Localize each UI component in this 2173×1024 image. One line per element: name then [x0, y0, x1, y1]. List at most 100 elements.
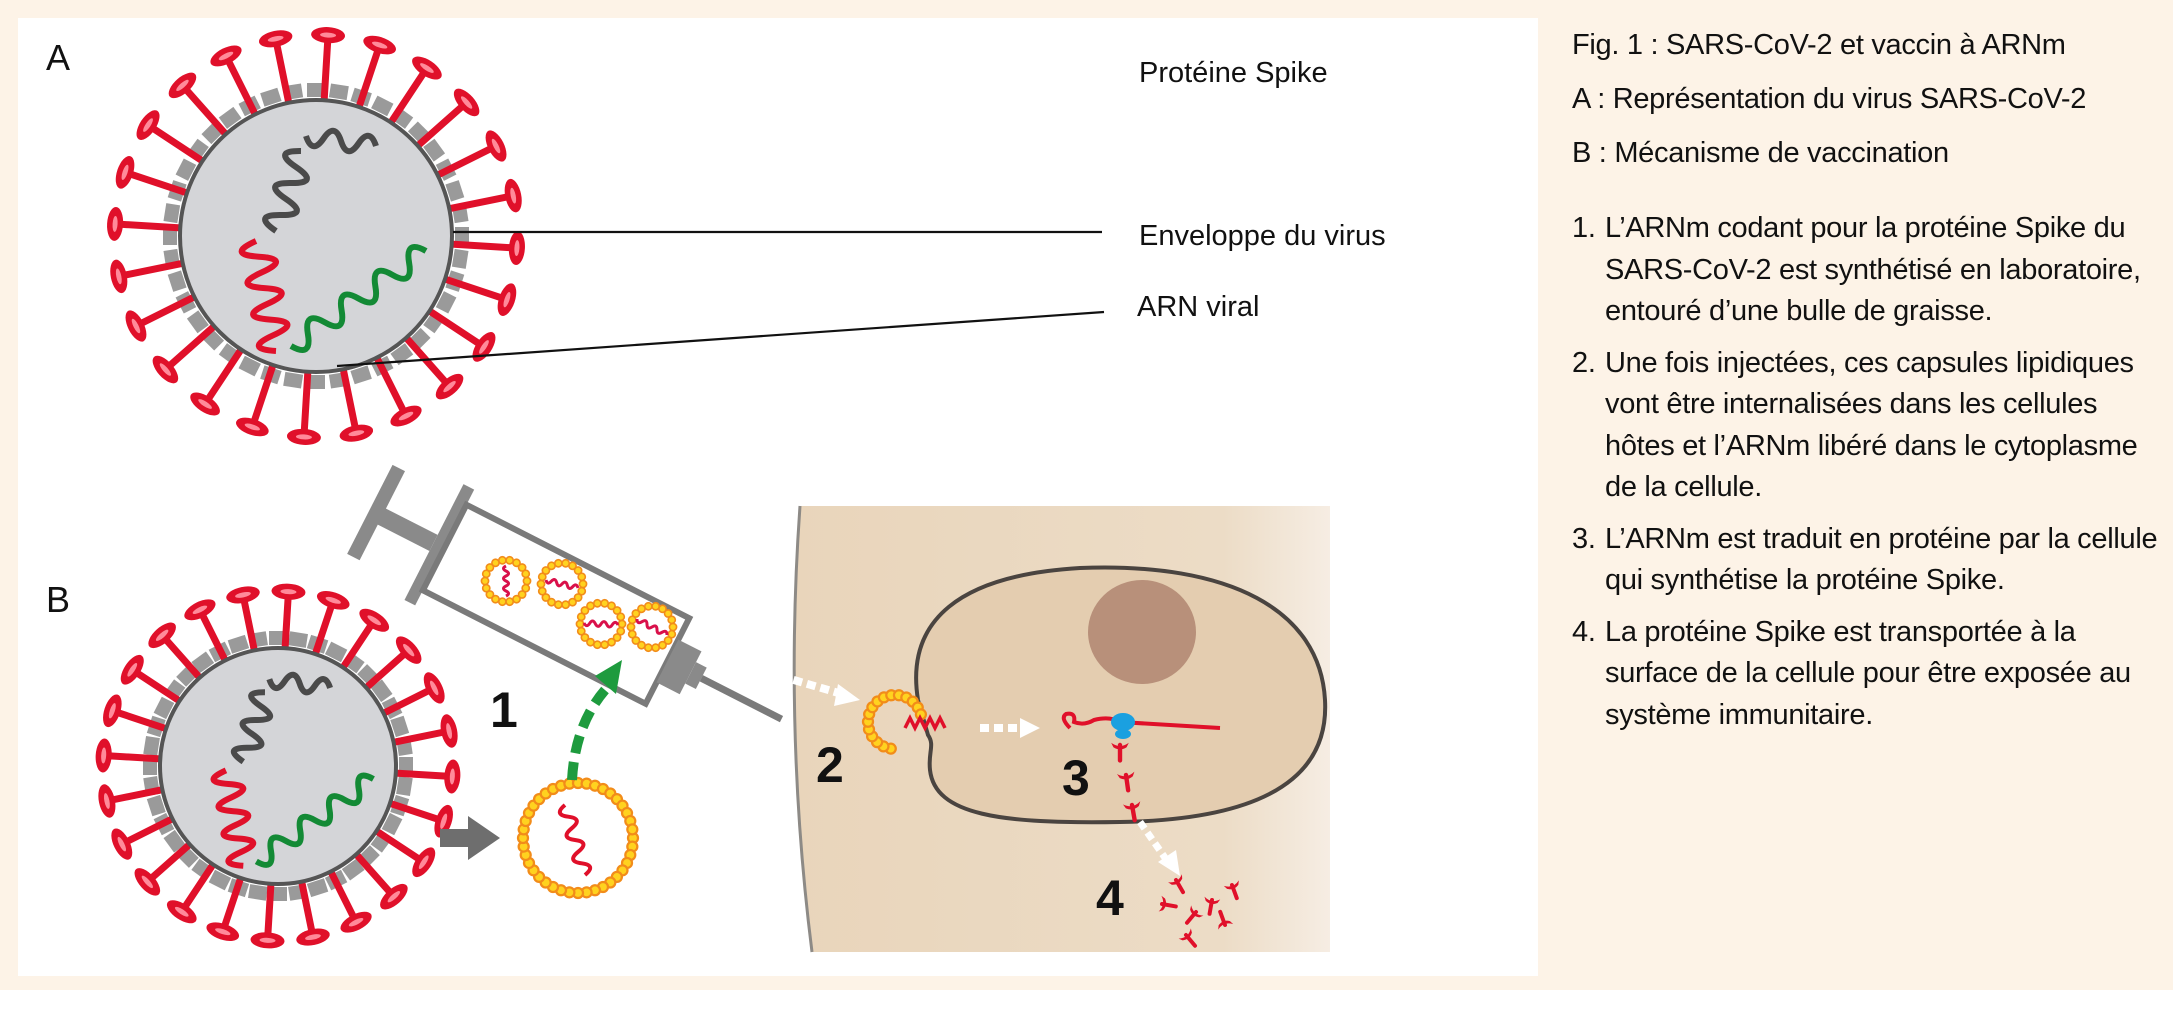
spike-protein-small: [1204, 896, 1221, 916]
lipid-bead: [580, 633, 590, 642]
spike-head-highlight: [429, 680, 439, 696]
spike-protein: [219, 876, 244, 936]
rna-segment-red: [238, 238, 291, 354]
spike-protein: [196, 606, 228, 663]
lipid-bead: [575, 619, 585, 629]
lipid-bead: [541, 566, 551, 575]
envelope-protein: [445, 180, 465, 202]
spike-protein: [111, 220, 182, 232]
spike-protein: [435, 142, 500, 178]
spike-protein: [118, 816, 175, 848]
lipid-bead: [617, 619, 627, 629]
spike-protein: [415, 98, 471, 148]
lipid-bead: [485, 563, 495, 572]
capsule-mrna: [502, 564, 510, 598]
spike-protein: [239, 591, 258, 652]
lipid-bead: [607, 601, 616, 611]
lipid-bead: [481, 583, 491, 593]
spike-protein: [320, 31, 332, 102]
spike-head-highlight: [403, 643, 415, 657]
capsule-mrna: [582, 619, 620, 629]
spike-protein-small: [1122, 801, 1141, 823]
lipid-bead: [612, 606, 622, 615]
envelope-protein: [260, 87, 282, 107]
envelope-protein: [218, 106, 242, 129]
lipid-bead: [537, 586, 547, 596]
lipid-bead: [485, 590, 495, 599]
rna-segment-gray: [266, 671, 333, 696]
step-2-number: 2: [816, 737, 844, 793]
caption-panel-a: A : Représentation du virus SARS-CoV-2: [1572, 83, 2087, 115]
rna-leader-line: [336, 310, 1105, 368]
spike-head-highlight: [121, 164, 129, 180]
caption-steps: 1. L’ARNm codant pour la protéine Spike …: [1572, 208, 2162, 736]
envelope-protein: [146, 794, 166, 817]
figure-caption: Fig. 1 : SARS-CoV-2 et vaccin à ARNm A :…: [1572, 26, 2162, 746]
spike-protein-small: [1116, 771, 1135, 793]
label-virus-envelope: Enveloppe du virus: [1139, 220, 1386, 252]
capsule-mrna: [557, 803, 593, 877]
lipid-bead: [561, 600, 571, 610]
envelope-protein: [370, 679, 393, 703]
spike-protein: [128, 666, 182, 704]
spike-protein: [132, 294, 197, 330]
envelope-protein: [283, 371, 304, 389]
spike-protein: [388, 64, 431, 125]
lipid-bead: [491, 594, 500, 604]
envelope-protein: [186, 310, 209, 334]
spike-protein-small: [1185, 905, 1204, 925]
spike-head-highlight: [367, 615, 382, 626]
lipid-bead: [517, 563, 527, 572]
spike-head-highlight: [127, 662, 138, 677]
lipid-bead: [667, 615, 677, 625]
green-arrow-icon: [567, 660, 622, 781]
spike-head-highlight: [235, 591, 251, 598]
lipid-bead: [586, 637, 595, 647]
lipid-bead: [568, 561, 577, 571]
envelope-protein: [423, 138, 446, 162]
panel-b-letter: B: [46, 579, 70, 620]
envelope-protein: [390, 343, 414, 366]
envelope-protein: [381, 812, 403, 836]
spike-protein: [248, 363, 276, 431]
envelope-protein: [350, 365, 372, 385]
spike-protein: [178, 862, 216, 916]
spike-head-highlight: [176, 79, 189, 92]
released-mrna: [903, 714, 947, 732]
panel-a-letter: A: [46, 37, 70, 78]
spike-protein-small: [1158, 895, 1178, 912]
virus-a: [107, 27, 525, 445]
spike-head-highlight: [418, 855, 429, 870]
caption-step: 2. Une fois injectées, ces capsules lipi…: [1572, 343, 2162, 509]
spike-head-highlight: [387, 891, 401, 903]
lipid-bead: [631, 636, 641, 645]
envelope-protein: [306, 878, 329, 898]
spike-head-highlight: [348, 917, 364, 927]
spike-protein: [427, 308, 488, 351]
spike-head-highlight: [143, 118, 153, 132]
spike-protein-small: [1218, 909, 1234, 930]
virus-b: [95, 583, 461, 949]
caption-step-text: L’ARNm codant pour la protéine Spike du …: [1605, 212, 2141, 327]
rna-segment-red: [210, 767, 257, 869]
envelope-protein: [238, 355, 261, 377]
spike-protein: [356, 41, 384, 109]
envelope-protein: [307, 83, 325, 97]
spike-protein-small: [1111, 742, 1129, 763]
spike-protein: [121, 168, 189, 196]
lipid-bead: [577, 572, 587, 582]
caption-step-text: L’ARNm est traduit en protéine par la ce…: [1605, 522, 2158, 597]
spike-head-highlight: [108, 703, 116, 719]
spike-protein-small: [1223, 880, 1239, 901]
spike-head-highlight: [443, 380, 456, 393]
lipid-bead: [577, 586, 587, 596]
lipid-bead: [576, 626, 586, 636]
lipid-bead: [663, 609, 673, 618]
lipid-bead: [626, 622, 636, 632]
spike-head-highlight: [325, 596, 341, 604]
spike-protein: [328, 869, 360, 926]
lipid-bead: [592, 598, 602, 608]
spike-protein: [394, 769, 456, 780]
rna-segment-green: [254, 772, 375, 868]
syringe: [347, 464, 784, 723]
